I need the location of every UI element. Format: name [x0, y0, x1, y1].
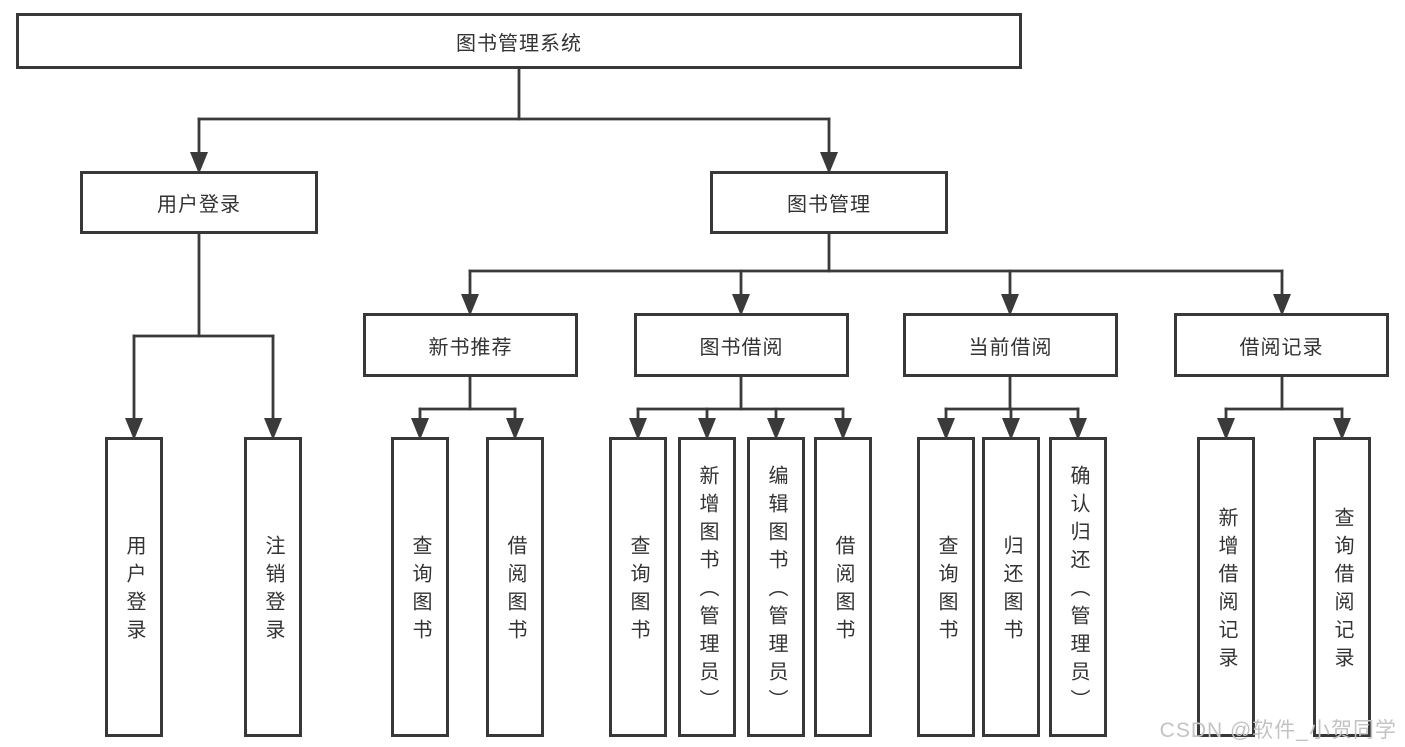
node-book-management: 图书管理: [710, 171, 948, 234]
arrow-down-icon: [190, 152, 208, 174]
leaf-label: 新增图书（管理员）: [696, 465, 718, 717]
leaf-label: 用户登录: [123, 535, 145, 647]
arrow-down-icon: [698, 418, 716, 440]
node-user-login: 用户登录: [80, 171, 318, 234]
arrow-down-icon: [820, 152, 838, 174]
leaf-edit-book-admin: 编辑图书（管理员）: [747, 437, 805, 737]
leaf-add-borrow-record: 新增借阅记录: [1197, 437, 1255, 737]
node-label: 图书管理系统: [456, 32, 582, 55]
node-label: 新书推荐: [428, 336, 513, 359]
leaf-label: 查询图书: [935, 535, 957, 647]
node-new-book-recommend: 新书推荐: [363, 313, 578, 377]
arrow-down-icon: [411, 418, 429, 440]
arrow-down-icon: [1002, 418, 1020, 440]
leaf-label: 借阅图书: [832, 535, 854, 647]
arrow-down-icon: [937, 418, 955, 440]
node-label: 当前借阅: [968, 336, 1053, 359]
node-book-borrow: 图书借阅: [634, 313, 849, 377]
leaf-user-login: 用户登录: [105, 437, 163, 737]
node-label: 图书管理: [787, 194, 871, 216]
arrowheads: [125, 152, 1351, 440]
leaf-label: 编辑图书（管理员）: [765, 465, 787, 717]
leaf-query-book-borrow: 查询图书: [609, 437, 667, 737]
leaf-label: 归还图书: [1000, 535, 1022, 647]
watermark: CSDN @软件_小贺同学: [1159, 719, 1397, 742]
arrow-down-icon: [1001, 294, 1019, 316]
node-label: 借阅记录: [1239, 336, 1324, 359]
arrow-down-icon: [834, 418, 852, 440]
node-label: 用户登录: [157, 194, 241, 216]
leaf-label: 新增借阅记录: [1215, 507, 1237, 675]
arrow-down-icon: [125, 418, 143, 440]
arrow-down-icon: [732, 294, 750, 316]
arrow-down-icon: [629, 418, 647, 440]
arrow-down-icon: [264, 418, 282, 440]
arrow-down-icon: [1273, 294, 1291, 316]
leaf-label: 查询图书: [627, 535, 649, 647]
leaf-label: 借阅图书: [504, 535, 526, 647]
arrow-down-icon: [506, 418, 524, 440]
leaf-borrow-book-recommend: 借阅图书: [486, 437, 544, 737]
arrow-down-icon: [1069, 418, 1087, 440]
node-borrow-record: 借阅记录: [1174, 313, 1389, 377]
leaf-query-book-recommend: 查询图书: [391, 437, 449, 737]
leaf-query-book-current: 查询图书: [917, 437, 975, 737]
leaf-label: 确认归还（管理员）: [1067, 465, 1089, 717]
node-current-borrow: 当前借阅: [903, 313, 1118, 377]
leaf-return-book: 归还图书: [982, 437, 1040, 737]
leaf-label: 查询图书: [409, 535, 431, 647]
leaf-logout: 注销登录: [244, 437, 302, 737]
node-root-library-system: 图书管理系统: [16, 13, 1022, 69]
leaf-label: 注销登录: [262, 535, 284, 647]
leaf-borrow-book: 借阅图书: [814, 437, 872, 737]
arrow-down-icon: [1217, 418, 1235, 440]
arrow-down-icon: [461, 294, 479, 316]
leaf-confirm-return-admin: 确认归还（管理员）: [1049, 437, 1107, 737]
node-label: 图书借阅: [699, 336, 784, 359]
arrow-down-icon: [767, 418, 785, 440]
leaf-query-borrow-record: 查询借阅记录: [1313, 437, 1371, 737]
arrow-down-icon: [1333, 418, 1351, 440]
leaf-label: 查询借阅记录: [1331, 507, 1353, 675]
leaf-add-book-admin: 新增图书（管理员）: [678, 437, 736, 737]
